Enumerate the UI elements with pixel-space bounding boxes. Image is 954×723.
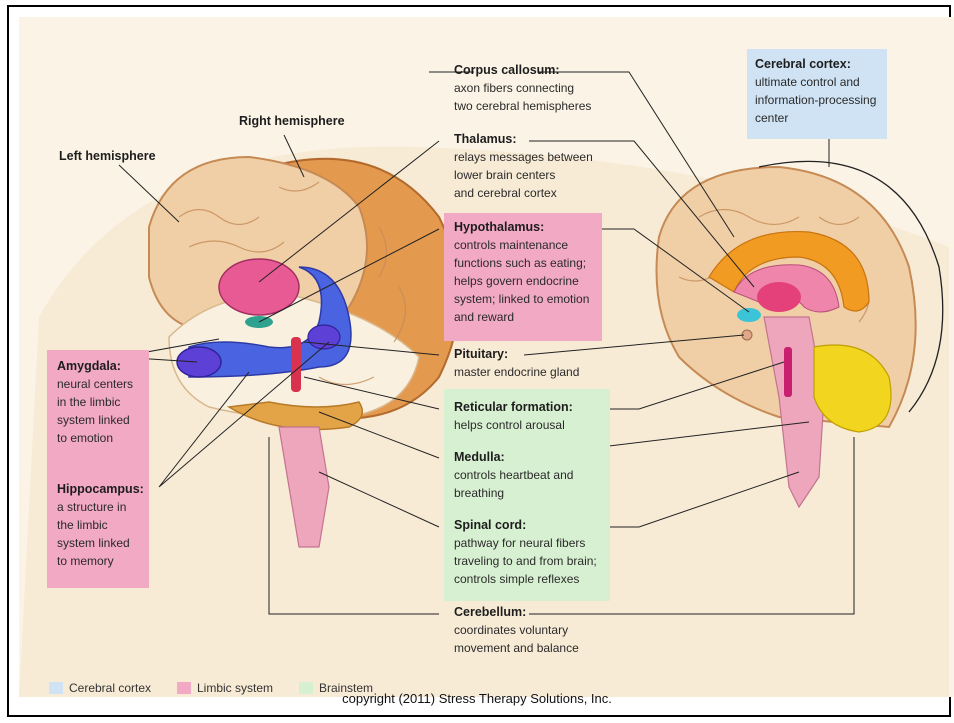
cerebellum-label: Cerebellum: coordinates voluntary moveme… [454, 603, 579, 657]
cerebral-cortex-line-3: center [755, 109, 876, 127]
amygdala-line-3: system linked [57, 411, 133, 429]
illustration-plate: Left hemisphere Right hemisphere Corpus … [19, 17, 954, 697]
pituitary-title: Pituitary: [454, 345, 579, 363]
corpus-callosum-label: Corpus callosum: axon fibers connecting … [454, 61, 591, 115]
spinal-cord-line-3: controls simple reflexes [454, 570, 597, 588]
corpus-callosum-line-1: axon fibers connecting [454, 79, 591, 97]
thalamus-line-3: and cerebral cortex [454, 184, 593, 202]
hippocampus-label: Hippocampus: a structure in the limbic s… [57, 480, 144, 570]
reticular-shape [291, 337, 301, 392]
hypothalamus-line-5: and reward [454, 308, 589, 326]
hypothalamus-line-1: controls maintenance [454, 236, 589, 254]
thalamus-title: Thalamus: [454, 130, 593, 148]
hypothalamus-line-3: helps govern endocrine [454, 272, 589, 290]
hippocampus-line-3: system linked [57, 534, 144, 552]
corpus-callosum-line-2: two cerebral hemispheres [454, 97, 591, 115]
hippocampus-title: Hippocampus: [57, 480, 144, 498]
reticular-formation-label: Reticular formation: helps control arous… [454, 398, 573, 434]
amygdala-label: Amygdala: neural centers in the limbic s… [57, 357, 133, 447]
hippocampus-line-2: the limbic [57, 516, 144, 534]
hypothalamus-title: Hypothalamus: [454, 218, 589, 236]
amygdala-line-2: in the limbic [57, 393, 133, 411]
spinal-cord-line-1: pathway for neural fibers [454, 534, 597, 552]
reticular-formation-line-1: helps control arousal [454, 416, 573, 434]
cerebral-cortex-line-2: information-processing [755, 91, 876, 109]
hypothalamus-line-4: system; linked to emotion [454, 290, 589, 308]
spinal-cord-line-2: traveling to and from brain; [454, 552, 597, 570]
left-hemisphere-heading: Left hemisphere [59, 149, 156, 163]
reticular-formation-title: Reticular formation: [454, 398, 573, 416]
spinal-cord-label: Spinal cord: pathway for neural fibers t… [454, 516, 597, 588]
cerebellum-title: Cerebellum: [454, 603, 579, 621]
cerebral-cortex-line-1: ultimate control and [755, 73, 876, 91]
cerebral-cortex-label: Cerebral cortex: ultimate control and in… [755, 55, 876, 127]
reticular-right-shape [784, 347, 792, 397]
medulla-label: Medulla: controls heartbeat and breathin… [454, 448, 573, 502]
corpus-callosum-title: Corpus callosum: [454, 61, 591, 79]
medulla-line-1: controls heartbeat and [454, 466, 573, 484]
amygdala-line-1: neural centers [57, 375, 133, 393]
amygdala-shape [177, 347, 221, 377]
hippocampus-line-1: a structure in [57, 498, 144, 516]
thalamus-label: Thalamus: relays messages between lower … [454, 130, 593, 202]
medulla-line-2: breathing [454, 484, 573, 502]
cerebellum-line-2: movement and balance [454, 639, 579, 657]
spinal-cord-title: Spinal cord: [454, 516, 597, 534]
copyright-notice: copyright (2011) Stress Therapy Solution… [0, 691, 954, 706]
hypothalamus-line-2: functions such as eating; [454, 254, 589, 272]
thalamus-line-2: lower brain centers [454, 166, 593, 184]
amygdala-line-4: to emotion [57, 429, 133, 447]
thalamus-shape [219, 259, 299, 315]
amygdala-title: Amygdala: [57, 357, 133, 375]
slide-frame: Left hemisphere Right hemisphere Corpus … [7, 5, 951, 717]
hypothalamus-label: Hypothalamus: controls maintenance funct… [454, 218, 589, 326]
hypothalamus-right-shape [737, 308, 761, 322]
pituitary-line-1: master endocrine gland [454, 363, 579, 381]
thalamus-line-1: relays messages between [454, 148, 593, 166]
hippocampus-line-4: to memory [57, 552, 144, 570]
medulla-title: Medulla: [454, 448, 573, 466]
cerebral-cortex-title: Cerebral cortex: [755, 55, 876, 73]
cerebellum-line-1: coordinates voluntary [454, 621, 579, 639]
thalamus-right-shape [757, 282, 801, 312]
pituitary-label: Pituitary: master endocrine gland [454, 345, 579, 381]
right-hemisphere-heading: Right hemisphere [239, 114, 345, 128]
